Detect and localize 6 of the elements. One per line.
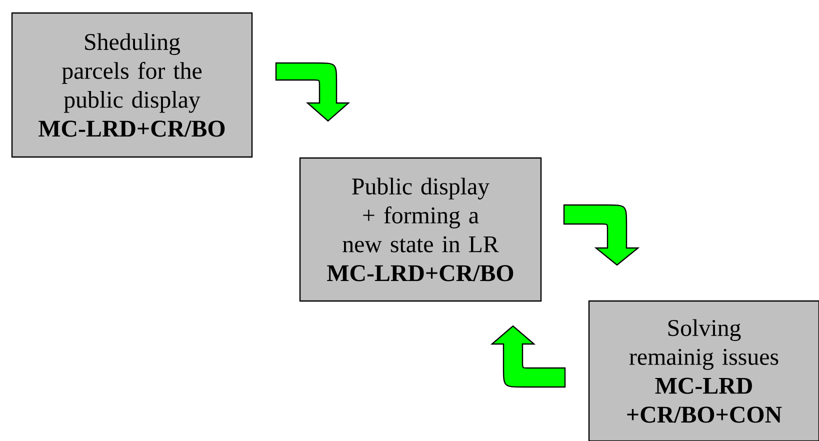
bent-arrow bbox=[563, 204, 639, 266]
process-box: Sheduling parcels for the public display MC-LRD+CR/BO bbox=[11, 12, 253, 158]
bent-arrow bbox=[275, 62, 350, 122]
process-box: Public display + forming a new state in LR MC-LRD+CR/BO bbox=[299, 157, 542, 302]
bent-arrow bbox=[491, 325, 566, 388]
process-box: Solving remainig issues MC-LRD +CR/BO+CON bbox=[588, 300, 819, 441]
